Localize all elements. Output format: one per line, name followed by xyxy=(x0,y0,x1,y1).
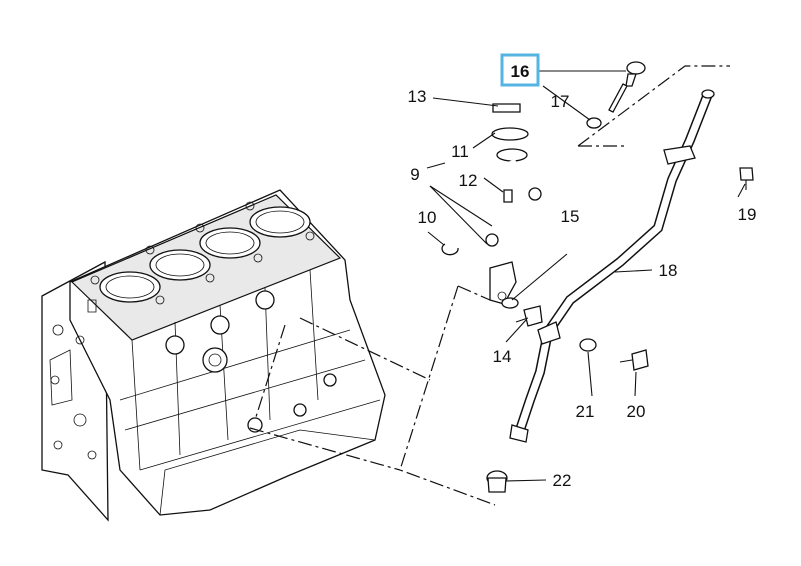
callout-label-20[interactable]: 20 xyxy=(627,402,646,421)
engine-block xyxy=(41,189,386,522)
callout-labels: 16 17 13 11 9 12 10 15 14 18 19 21 20 22 xyxy=(408,62,757,490)
leader-lines xyxy=(426,70,746,482)
dashed-reference-lines xyxy=(249,65,730,506)
callout-label-19[interactable]: 19 xyxy=(738,205,757,224)
callout-label-22[interactable]: 22 xyxy=(553,471,572,490)
callout-label-18[interactable]: 18 xyxy=(659,261,678,280)
callout-label-21[interactable]: 21 xyxy=(576,402,595,421)
callout-label-13[interactable]: 13 xyxy=(408,87,427,106)
dipstick xyxy=(586,61,646,129)
dipstick-tube xyxy=(486,89,754,493)
callout-highlight-16 xyxy=(500,53,540,87)
callout-label-15[interactable]: 15 xyxy=(561,207,580,226)
callout-label-14[interactable]: 14 xyxy=(493,347,512,366)
callout-label-12[interactable]: 12 xyxy=(459,171,478,190)
callout-label-10[interactable]: 10 xyxy=(418,208,437,227)
callout-label-11[interactable]: 11 xyxy=(451,142,469,161)
callout-label-16[interactable]: 16 xyxy=(511,62,530,81)
callout-label-9[interactable]: 9 xyxy=(410,165,419,184)
callout-label-17[interactable]: 17 xyxy=(551,92,570,111)
oil-pipe-assembly xyxy=(441,103,543,327)
